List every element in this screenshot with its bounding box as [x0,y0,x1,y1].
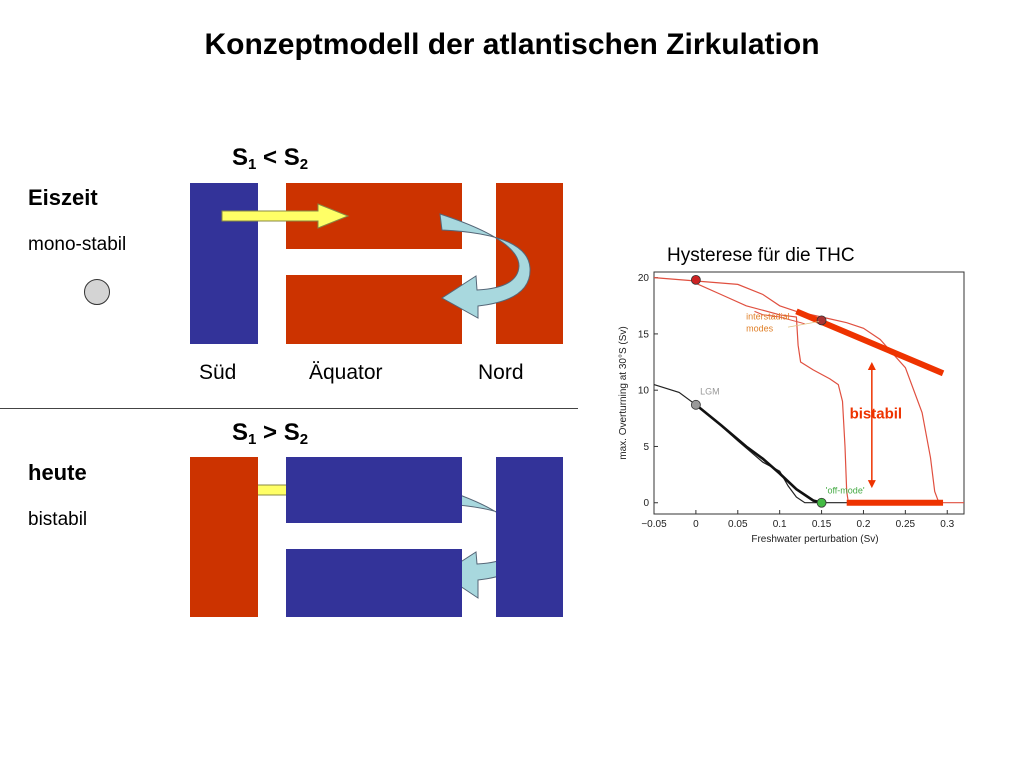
curve-marker [816,497,827,508]
annotation-interstadial: interstadial [746,311,790,321]
y-tick-label: 15 [638,329,650,340]
cond-subscript-1: 1 [248,156,257,173]
annotation-interstadial-leader [787,321,820,328]
curve-marker [690,274,701,285]
y-tick-label: 20 [638,273,650,284]
stability-ball [84,279,110,305]
region-label-north: Nord [478,361,524,384]
curve-marker [816,315,827,326]
x-tick-label: 0.1 [773,519,787,530]
top-condition-label: S1 < S2 [232,144,308,173]
hysteresis-title: Hysterese für die THC [667,245,855,266]
annotation-lgm: LGM [700,387,720,397]
cond-symbol-2: S [283,419,300,446]
cond-operator: < [256,144,284,171]
x-tick-label: 0 [693,519,699,530]
cond-symbol: S [232,144,249,171]
page-title: Konzeptmodell der atlantischen Zirkulati… [204,28,820,61]
stability-bistabil: bistabil [28,509,88,530]
stability-mono-stabil: mono-stabil [28,234,127,255]
series-present_upper [653,277,940,503]
top-return-arrow-blue [439,213,531,319]
x-tick-label: 0.2 [857,519,871,530]
cond-subscript-2: 2 [299,156,309,173]
mode-eiszeit: Eiszeit [28,185,98,210]
top-flow-arrow-yellow [221,203,350,229]
top-equator-lower-box [286,275,462,344]
series-interstadial [754,310,805,325]
annotation-off-mode: 'off-mode' [826,486,865,496]
panel-divider [0,408,578,409]
x-axis-label: Freshwater perturbation (Sv) [751,534,878,545]
x-tick-label: 0.15 [812,519,832,530]
series-lgm_thick [695,403,822,504]
annotation-modes: modes [746,324,774,334]
bottom-equator-upper-box [286,457,462,523]
bottom-condition-label: S1 > S2 [232,419,308,448]
curve-marker [690,399,701,410]
bottom-south-basin [190,457,258,617]
series-lgm [653,384,864,504]
bottom-north-basin [496,457,563,617]
cond-symbol-2: S [283,144,300,171]
y-tick-label: 10 [638,386,650,397]
mode-heute: heute [28,460,87,485]
bistable-arrow-head-up [867,362,876,371]
bottom-equator-lower-box [286,549,462,617]
y-tick-label: 0 [643,498,649,509]
bistable-arrow-head-down [867,480,876,489]
cond-subscript-1: 1 [248,431,257,448]
y-axis-label: max. Overturning at 30°S (Sv) [618,326,629,460]
cond-subscript-2: 2 [299,431,309,448]
x-tick-label: 0.25 [896,519,916,530]
series-present_lower [695,282,964,504]
region-label-south: Süd [199,361,237,384]
bistabil-label: bistabil [850,405,903,422]
hysteresis-chart: −0.05 0 0.05 0.1 0.15 0.2 0.25 0.3 0 5 10 15 20Fresh… [618,271,965,545]
plot-frame [653,271,965,515]
cond-operator: > [256,419,284,446]
y-tick-label: 5 [643,442,649,453]
top-south-basin [190,183,258,344]
region-label-equator: Äquator [309,361,383,384]
cond-symbol: S [232,419,249,446]
x-tick-label: 0.05 [728,519,748,530]
x-tick-label: 0.3 [940,519,954,530]
x-tick-label: −0.05 [641,519,667,530]
